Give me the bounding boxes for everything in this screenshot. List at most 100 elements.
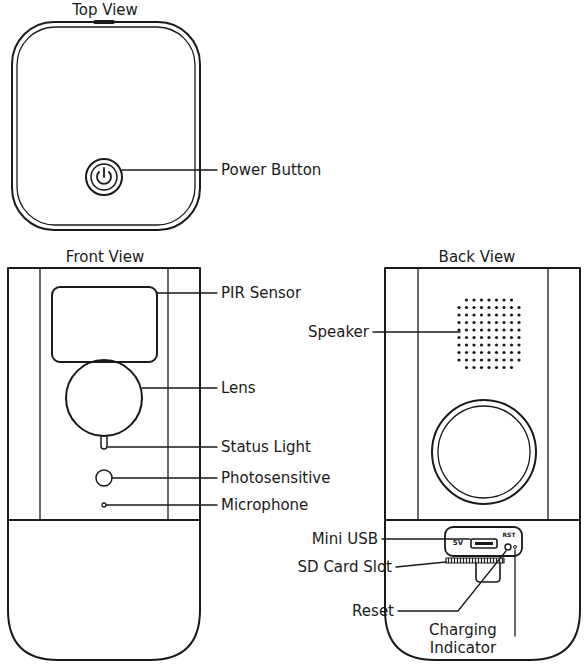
part-label: Status Light (221, 438, 311, 456)
speaker-hole (510, 313, 513, 316)
speaker-hole (517, 343, 520, 346)
top-notch (95, 20, 113, 24)
speaker-hole (517, 321, 520, 324)
power-button (86, 159, 122, 195)
speaker-hole (457, 336, 460, 339)
view-title: Top View (72, 1, 138, 19)
speaker-hole (502, 358, 505, 361)
speaker-hole (495, 366, 498, 369)
charging-indicator (514, 546, 517, 549)
lens (66, 360, 142, 436)
speaker-hole (472, 328, 475, 331)
top-housing-inner (17, 27, 195, 225)
speaker-hole (495, 358, 498, 361)
back-housing (385, 268, 580, 660)
speaker-hole (480, 313, 483, 316)
mount-ring-inner (438, 406, 530, 498)
speaker-hole (502, 328, 505, 331)
speaker-hole (487, 343, 490, 346)
speaker-hole (472, 358, 475, 361)
mini-usb-port (471, 539, 497, 548)
back-panel-edge (547, 268, 548, 520)
speaker-hole (480, 358, 483, 361)
speaker-hole (487, 366, 490, 369)
speaker-hole (487, 328, 490, 331)
part-label: Power Button (221, 161, 321, 179)
power-icon-bar (103, 168, 105, 177)
leader-line (122, 169, 217, 170)
part-label: PIR Sensor (221, 284, 301, 302)
part-label: Photosensitive (221, 469, 330, 487)
mount-ring (432, 400, 536, 504)
port-marking: RST (502, 531, 515, 538)
view-title: Back View (439, 248, 516, 266)
speaker-hole (472, 366, 475, 369)
speaker-hole (487, 336, 490, 339)
photosensitive-sensor (96, 470, 112, 486)
speaker-hole (517, 351, 520, 354)
speaker-hole (510, 298, 513, 301)
speaker-hole (472, 313, 475, 316)
speaker-hole (472, 336, 475, 339)
speaker-hole (502, 313, 505, 316)
speaker-hole (487, 306, 490, 309)
front-housing (8, 268, 200, 660)
speaker-hole (495, 313, 498, 316)
part-label: Mini USB (312, 530, 378, 548)
speaker-hole (510, 321, 513, 324)
speaker-hole (517, 358, 520, 361)
speaker-hole (457, 306, 460, 309)
leader-line (112, 477, 217, 478)
speaker-hole (465, 321, 468, 324)
speaker-hole (510, 358, 513, 361)
speaker-hole (480, 306, 483, 309)
top-housing (12, 22, 200, 230)
sd-card-slot (446, 558, 504, 563)
speaker-hole (502, 298, 505, 301)
speaker-hole (457, 351, 460, 354)
front-panel-edge (167, 268, 168, 520)
speaker-hole (465, 351, 468, 354)
part-label: Lens (221, 379, 256, 397)
speaker-hole (465, 336, 468, 339)
speaker-hole (465, 313, 468, 316)
port-cover (445, 527, 522, 556)
reset-hole (505, 544, 511, 550)
power-button-ring (91, 164, 117, 190)
leader-line (106, 504, 217, 505)
speaker-hole (457, 343, 460, 346)
speaker-hole (510, 328, 513, 331)
speaker-hole (487, 351, 490, 354)
speaker-hole (465, 358, 468, 361)
leader-line (373, 331, 460, 332)
speaker-hole (495, 336, 498, 339)
speaker-hole (517, 328, 520, 331)
speaker-hole (480, 298, 483, 301)
speaker-hole (502, 306, 505, 309)
front-panel-edge (39, 268, 40, 520)
speaker-hole (502, 351, 505, 354)
speaker-hole (495, 328, 498, 331)
speaker-hole (510, 343, 513, 346)
speaker-hole (510, 306, 513, 309)
speaker-hole (517, 336, 520, 339)
speaker-hole (472, 306, 475, 309)
speaker-hole (480, 343, 483, 346)
speaker-hole (480, 366, 483, 369)
leader-line (142, 387, 217, 388)
leader-line (108, 446, 217, 447)
housing-seam (385, 519, 580, 521)
speaker-hole (480, 328, 483, 331)
part-label: Reset (352, 602, 394, 620)
mini-usb-pin (475, 542, 493, 545)
leader-line (398, 551, 506, 611)
speaker-grille (457, 298, 520, 369)
part-label: Speaker (308, 323, 369, 341)
speaker-hole (465, 306, 468, 309)
speaker-hole (510, 366, 513, 369)
leader-line (514, 550, 515, 636)
speaker-hole (472, 298, 475, 301)
speaker-hole (495, 321, 498, 324)
speaker-hole (472, 321, 475, 324)
